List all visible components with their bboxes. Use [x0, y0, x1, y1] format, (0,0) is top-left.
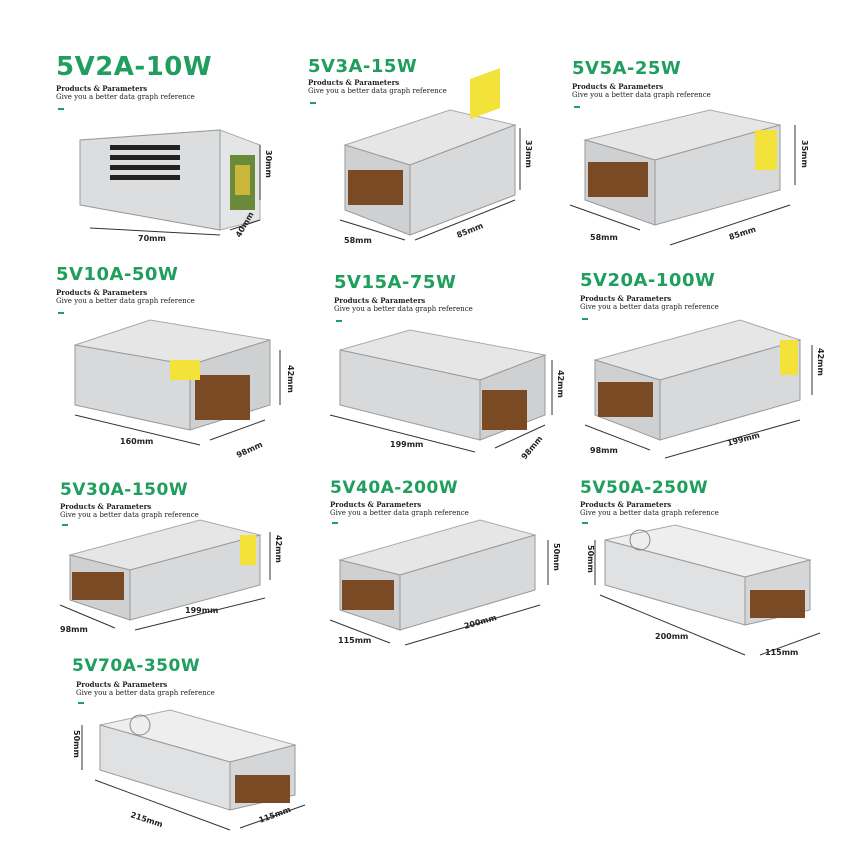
product-title: 5V15A-75W [334, 272, 457, 293]
accent-dash [332, 522, 338, 524]
dim-length: 215mm [129, 810, 164, 829]
dim-width: 98mm [60, 625, 88, 634]
product-title: 5V30A-150W [60, 480, 189, 500]
accent-dash [78, 702, 84, 704]
dim-length: 85mm [455, 221, 484, 240]
accent-dash [582, 522, 588, 524]
dim-height: 35mm [800, 140, 809, 168]
dim-height: 30mm [264, 150, 273, 178]
dim-width: 98mm [235, 440, 264, 460]
product-title: 5V2A-10W [56, 52, 213, 82]
accent-dash [62, 524, 68, 526]
dim-width: 98mm [520, 434, 545, 461]
dim-width: 98mm [590, 446, 618, 455]
accent-dash [310, 102, 316, 104]
dim-height: 42mm [274, 535, 283, 563]
dim-height: 42mm [286, 365, 295, 393]
dim-length: 85mm [728, 225, 757, 242]
product-title: 5V10A-50W [56, 264, 179, 285]
accent-dash [336, 320, 342, 322]
dim-length: 200mm [655, 632, 688, 641]
dim-length: 160mm [120, 437, 153, 446]
power-supply-image: 58mm 85mm 33mm [339, 68, 533, 245]
power-supply-image: 199mm 98mm 42mm [329, 329, 565, 461]
dim-height: 50mm [552, 543, 561, 571]
dim-length: 70mm [138, 234, 166, 243]
dim-height: 42mm [816, 348, 825, 376]
product-title: 5V50A-250W [580, 478, 709, 498]
power-supply-image: 160mm 98mm 42mm [74, 319, 295, 460]
product-title: 5V70A-350W [72, 656, 201, 676]
dim-height: 50mm [72, 730, 81, 758]
accent-dash [58, 312, 64, 314]
product-title: 5V40A-200W [330, 478, 459, 498]
dim-width: 115mm [338, 636, 371, 645]
dim-width: 115mm [765, 648, 798, 657]
power-supply-image: 70mm 40mm 30mm [79, 129, 273, 243]
dim-height: 42mm [556, 370, 565, 398]
accent-dash [58, 108, 64, 110]
dim-length: 199mm [185, 606, 218, 615]
dim-length: 199mm [726, 431, 761, 448]
product-title: 5V3A-15W [308, 56, 418, 77]
product-title: 5V20A-100W [580, 270, 716, 291]
dim-height: 33mm [524, 140, 533, 168]
power-supply-image: 58mm 85mm 35mm [569, 109, 809, 246]
dim-width: 115mm [258, 805, 292, 825]
power-supply-image: 98mm 199mm 42mm [584, 319, 825, 459]
power-supply-image: 98mm 199mm 42mm [59, 519, 283, 634]
product-title: 5V5A-25W [572, 58, 682, 79]
accent-dash [582, 318, 588, 320]
power-supply-image: 50mm 200mm 115mm [586, 524, 821, 657]
dim-height: 50mm [586, 545, 595, 573]
dim-length: 199mm [390, 440, 423, 449]
accent-dash [574, 106, 580, 108]
power-supply-image: 50mm 215mm 115mm [72, 709, 306, 831]
dim-length: 200mm [463, 613, 498, 631]
dim-width: 58mm [344, 236, 372, 245]
dim-width: 58mm [590, 233, 618, 242]
power-supply-image: 115mm 200mm 50mm [329, 519, 561, 646]
